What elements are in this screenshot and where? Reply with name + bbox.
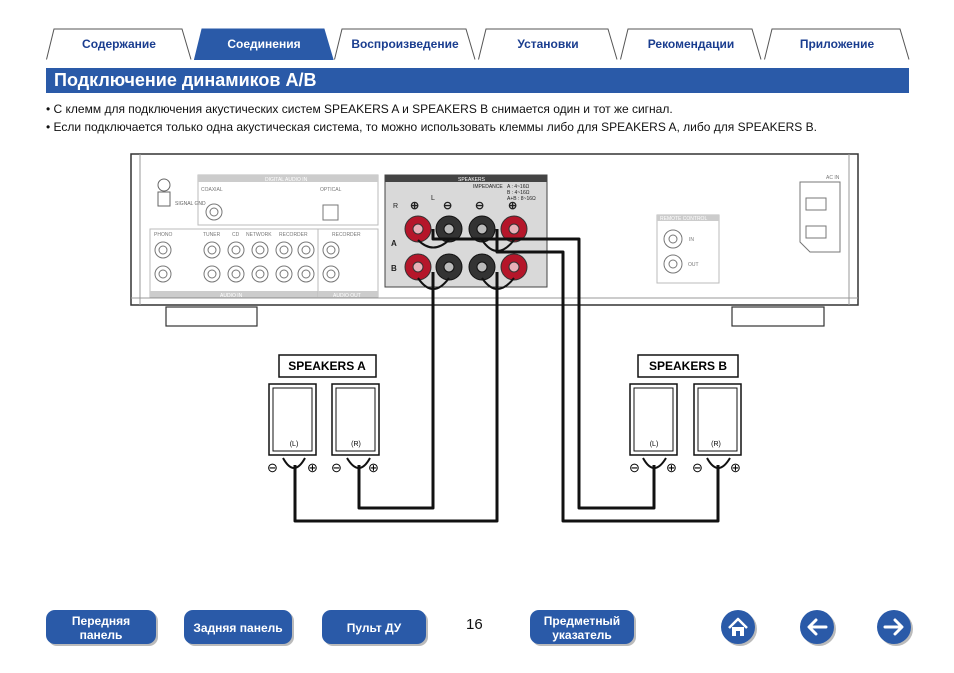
tab-playback[interactable]: Воспроизведение <box>334 28 476 60</box>
binding-post <box>435 253 463 281</box>
binding-post <box>500 253 528 281</box>
svg-text:(L): (L) <box>290 441 299 448</box>
coaxial-jack <box>205 203 223 221</box>
speakers-b-label-box <box>637 354 739 378</box>
optical-jack <box>322 204 339 221</box>
cable-a-left <box>357 272 435 510</box>
svg-text:L: L <box>431 195 435 202</box>
recorder-in-label: RECORDER <box>279 232 308 238</box>
tab-appendix[interactable]: Приложение <box>764 28 910 60</box>
remote-control-label: REMOTE CONTROL <box>660 216 707 222</box>
tab-connections[interactable]: Соединения <box>194 28 334 60</box>
tab-settings[interactable]: Установки <box>478 28 618 60</box>
front-panel-button[interactable]: Передняя панель <box>46 610 156 644</box>
cd-label: CD <box>232 232 240 238</box>
ac-inlet <box>799 181 841 253</box>
rca-jacks-in <box>154 241 315 283</box>
binding-post <box>404 253 432 281</box>
phono-label: PHONO <box>154 232 172 238</box>
bullet-item: • С клемм для подключения акустических с… <box>46 102 673 116</box>
binding-post <box>435 215 463 243</box>
speaker-a-marker: A <box>391 239 397 248</box>
svg-text:⊖: ⊖ <box>267 460 278 475</box>
speaker-terminal-block: SPEAKERS IMPEDANCE A : 4~16Ω B : 4~16Ω A… <box>384 174 548 288</box>
svg-text:⊖: ⊖ <box>629 460 640 475</box>
cable-b-right <box>495 229 720 523</box>
svg-text:B : 4~16Ω: B : 4~16Ω <box>507 190 530 196</box>
digital-audio-in-label: DIGITAL AUDIO IN <box>265 177 308 183</box>
back-button[interactable] <box>800 610 834 644</box>
speakers-b-group: SPEAKERS B <box>637 354 739 378</box>
svg-text:A : 4~16Ω: A : 4~16Ω <box>507 184 529 190</box>
svg-text:OUT: OUT <box>688 262 699 268</box>
coaxial-label: COAXIAL <box>201 187 223 193</box>
home-button[interactable] <box>721 610 755 644</box>
svg-text:⊖: ⊖ <box>443 200 452 212</box>
rear-panel-button[interactable]: Задняя панель <box>184 610 292 644</box>
svg-text:⊖: ⊖ <box>475 200 484 212</box>
impedance-label: IMPEDANCE <box>473 184 503 190</box>
top-navigation-tabs: Содержание Соединения Воспроизведение Ус… <box>46 28 910 60</box>
speaker-cables <box>293 229 720 523</box>
svg-text:R: R <box>393 203 398 210</box>
speakers-panel-label: SPEAKERS <box>458 177 486 183</box>
svg-text:⊕: ⊕ <box>666 460 677 475</box>
svg-text:⊕: ⊕ <box>307 460 318 475</box>
svg-text:(L): (L) <box>650 441 659 448</box>
cable-a-right <box>293 272 499 523</box>
binding-post <box>404 215 432 243</box>
bullet-item: • Если подключается только одна акустиче… <box>46 119 817 134</box>
home-icon <box>728 617 748 636</box>
page-title-bar: Подключение динамиков A/B <box>46 68 909 93</box>
remote-out-jack <box>663 254 683 274</box>
recorder-out-label: RECORDER <box>332 232 361 238</box>
svg-text:⊕: ⊕ <box>730 460 741 475</box>
page-number: 16 <box>466 616 483 633</box>
network-label: NETWORK <box>246 232 272 238</box>
speaker-a-left: (L) ⊖ ⊕ <box>267 383 318 475</box>
bullet-list: • С клемм для подключения акустических с… <box>46 101 906 136</box>
amplifier-foot-right <box>731 306 825 327</box>
ac-in-label: AC IN <box>826 175 840 181</box>
speakers-a-label: SPEAKERS A <box>288 359 366 373</box>
optical-label: OPTICAL <box>320 187 342 193</box>
index-button[interactable]: Предметный указатель <box>530 610 634 644</box>
svg-text:(R): (R) <box>351 441 361 448</box>
rca-jacks-out <box>322 241 340 283</box>
svg-text:⊕: ⊕ <box>368 460 379 475</box>
speaker-a-right: (R) ⊖ ⊕ <box>331 383 380 475</box>
svg-text:⊕: ⊕ <box>508 200 517 212</box>
speakers-a-label-box <box>278 354 377 378</box>
arrow-left-icon <box>807 618 828 636</box>
svg-text:⊖: ⊖ <box>692 460 703 475</box>
remote-in-jack <box>663 229 683 249</box>
arrow-right-icon <box>883 618 904 636</box>
speaker-b-right: (R) ⊖ ⊕ <box>692 383 742 475</box>
svg-text:A+B : 8~16Ω: A+B : 8~16Ω <box>507 196 536 202</box>
page-title: Подключение динамиков A/B <box>54 70 317 90</box>
audio-in-label: AUDIO IN <box>220 293 243 299</box>
cable-b-left <box>431 229 656 510</box>
tab-contents[interactable]: Содержание <box>46 28 192 60</box>
binding-post <box>468 215 496 243</box>
speaker-b-left: (L) ⊖ ⊕ <box>629 383 678 475</box>
speakers-a-group: SPEAKERS A <box>278 354 377 378</box>
binding-post <box>500 215 528 243</box>
audio-out-label: AUDIO OUT <box>333 293 361 299</box>
svg-text:(R): (R) <box>711 441 721 448</box>
remote-control-button[interactable]: Пульт ДУ <box>322 610 426 644</box>
tab-tips[interactable]: Рекомендации <box>620 28 762 60</box>
svg-text:⊕: ⊕ <box>410 200 419 212</box>
speakers-b-label: SPEAKERS B <box>649 359 727 373</box>
signal-gnd-terminal: SIGNAL GND <box>157 178 206 207</box>
tuner-label: TUNER <box>203 232 221 238</box>
amplifier-foot-left <box>165 306 258 327</box>
svg-text:IN: IN <box>689 237 694 243</box>
forward-button[interactable] <box>877 610 911 644</box>
binding-post <box>468 253 496 281</box>
signal-gnd-label: SIGNAL GND <box>175 201 206 207</box>
speaker-b-marker: B <box>391 264 397 273</box>
svg-text:⊖: ⊖ <box>331 460 342 475</box>
